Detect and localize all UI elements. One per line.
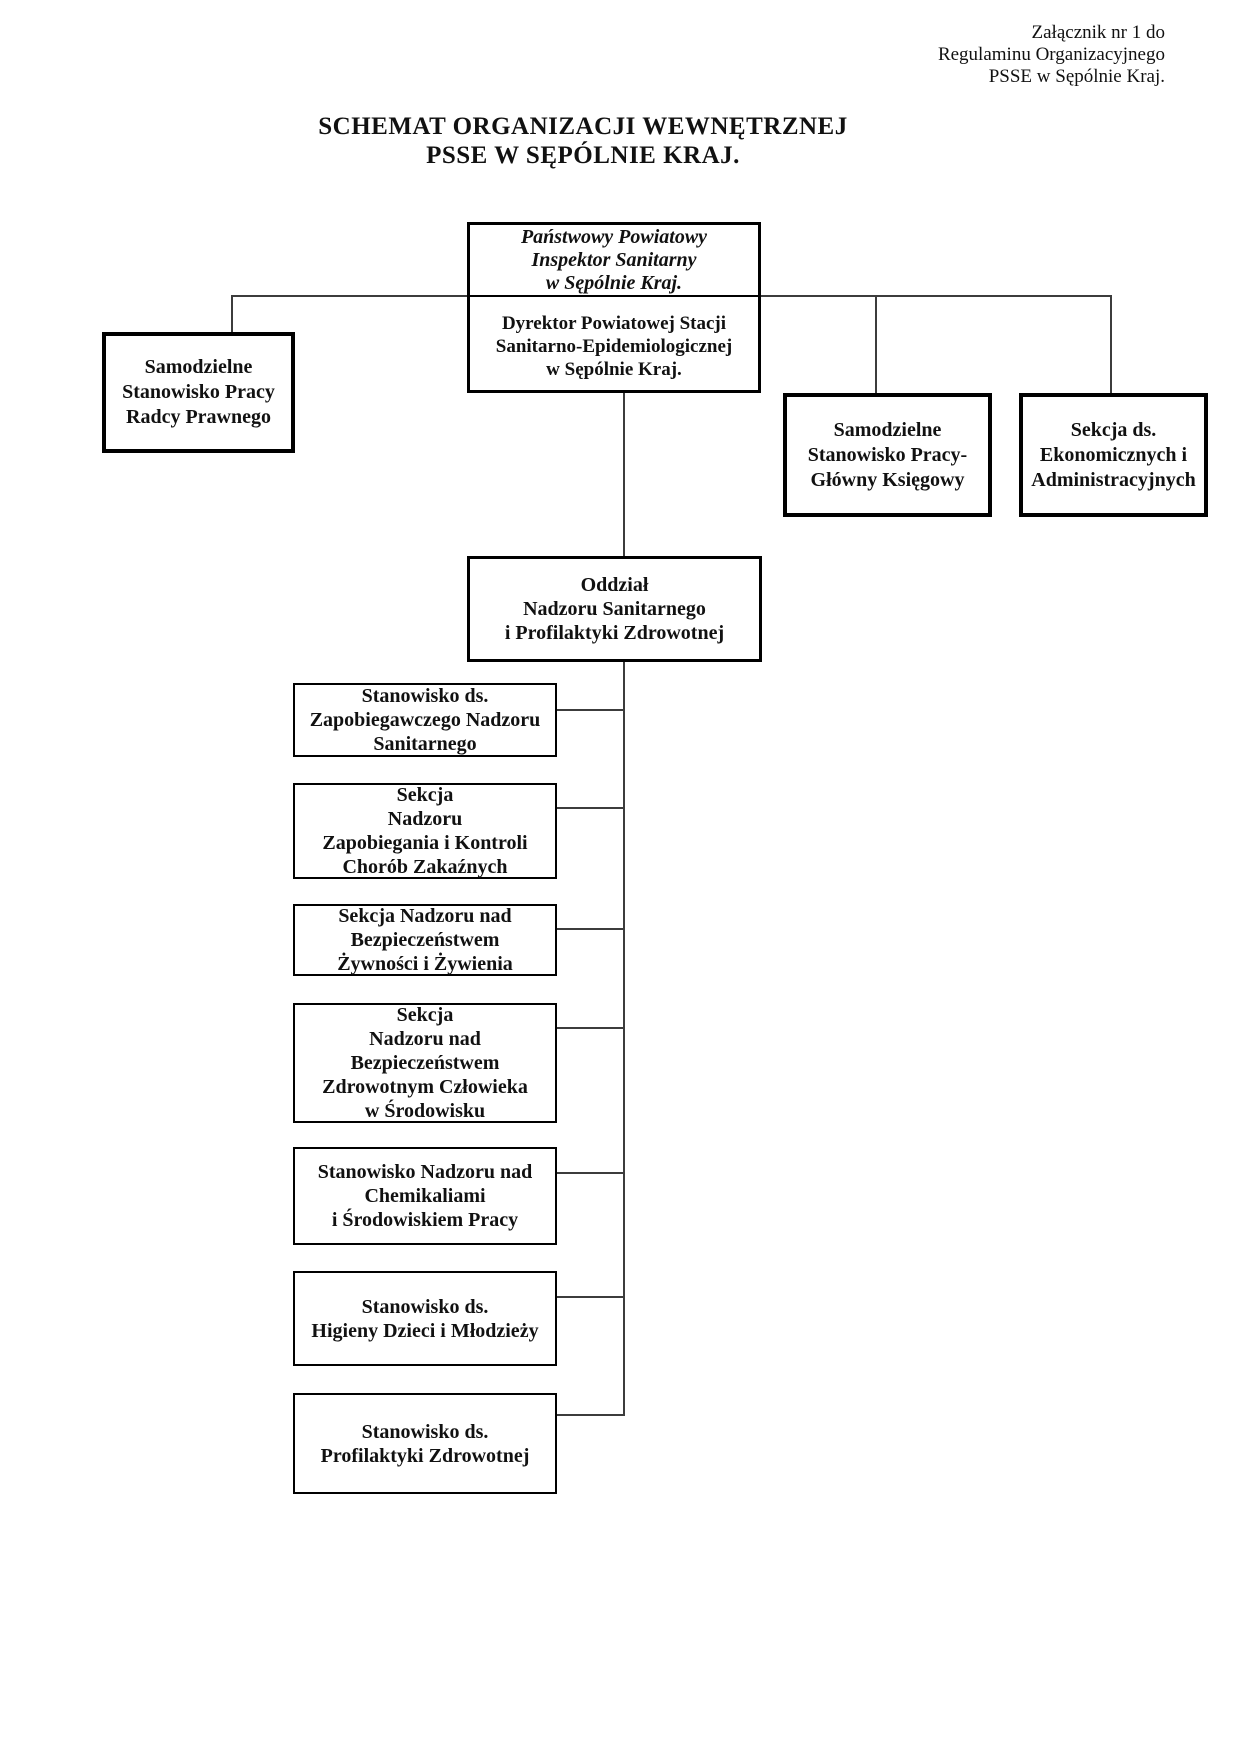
- attachment-note: Załącznik nr 1 do Regulaminu Organizacyj…: [937, 22, 1165, 87]
- unit-label: Sekcja Nadzoru nad Bezpieczeństwem Żywno…: [337, 905, 513, 975]
- box-unit-health-prevention: Stanowisko ds. Profilaktyki Zdrowotnej: [293, 1393, 557, 1494]
- sanitary-division-label: Oddział Nadzoru Sanitarnego i Profilakty…: [504, 574, 725, 644]
- connector-line-left: [231, 295, 467, 297]
- inspector-label: Państwowy Powiatowy Inspektor Sanitarny …: [470, 225, 758, 297]
- unit-label: Stanowisko ds. Higieny Dzieci i Młodzież…: [311, 1295, 539, 1342]
- connector-unit-1: [557, 709, 625, 711]
- box-unit-infectious-disease-control: Sekcja Nadzoru Zapobiegania i Kontroli C…: [293, 783, 557, 879]
- unit-label: Sekcja Nadzoru nad Bezpieczeństwem Zdrow…: [322, 1004, 528, 1122]
- box-econ-admin-section: Sekcja ds. Ekonomicznych i Administracyj…: [1019, 393, 1208, 517]
- box-unit-preventive-sanitary-supervision: Stanowisko ds. Zapobiegawczego Nadzoru S…: [293, 683, 557, 757]
- econ-admin-section-label: Sekcja ds. Ekonomicznych i Administracyj…: [1031, 418, 1196, 491]
- box-unit-children-youth-hygiene: Stanowisko ds. Higieny Dzieci i Młodzież…: [293, 1271, 557, 1366]
- box-sanitary-division: Oddział Nadzoru Sanitarnego i Profilakty…: [467, 556, 762, 662]
- unit-label: Stanowisko ds. Zapobiegawczego Nadzoru S…: [309, 685, 541, 755]
- trunk-line-division-units: [623, 662, 625, 1416]
- box-unit-chemicals-work-environment: Stanowisko Nadzoru nad Chemikaliami i Śr…: [293, 1147, 557, 1245]
- connector-line-right: [761, 295, 1112, 297]
- connector-unit-6: [557, 1296, 625, 1298]
- legal-counsel-label: Samodzielne Stanowisko Pracy Radcy Prawn…: [122, 356, 275, 428]
- unit-label: Stanowisko ds. Profilaktyki Zdrowotnej: [320, 1420, 530, 1467]
- connector-unit-5: [557, 1172, 625, 1174]
- box-chief-accountant: Samodzielne Stanowisko Pracy- Główny Ksi…: [783, 393, 992, 517]
- page-title: SCHEMAT ORGANIZACJI WEWNĘTRZNEJ PSSE W S…: [318, 113, 848, 169]
- connector-drop-accountant: [875, 295, 877, 393]
- trunk-line-director-division: [623, 393, 625, 556]
- connector-unit-7: [557, 1414, 625, 1416]
- connector-unit-3: [557, 928, 625, 930]
- box-legal-counsel: Samodzielne Stanowisko Pracy Radcy Prawn…: [102, 332, 295, 453]
- connector-unit-4: [557, 1027, 625, 1029]
- connector-drop-econ-admin: [1110, 295, 1112, 393]
- connector-drop-legal: [231, 295, 233, 332]
- box-inspector-director: Państwowy Powiatowy Inspektor Sanitarny …: [467, 222, 761, 393]
- unit-label: Sekcja Nadzoru Zapobiegania i Kontroli C…: [322, 784, 528, 878]
- box-unit-food-safety: Sekcja Nadzoru nad Bezpieczeństwem Żywno…: [293, 904, 557, 976]
- box-unit-environmental-health-safety: Sekcja Nadzoru nad Bezpieczeństwem Zdrow…: [293, 1003, 557, 1123]
- chief-accountant-label: Samodzielne Stanowisko Pracy- Główny Ksi…: [807, 418, 968, 491]
- unit-label: Stanowisko Nadzoru nad Chemikaliami i Śr…: [317, 1161, 533, 1231]
- connector-unit-2: [557, 807, 625, 809]
- director-label: Dyrektor Powiatowej Stacji Sanitarno-Epi…: [495, 313, 733, 380]
